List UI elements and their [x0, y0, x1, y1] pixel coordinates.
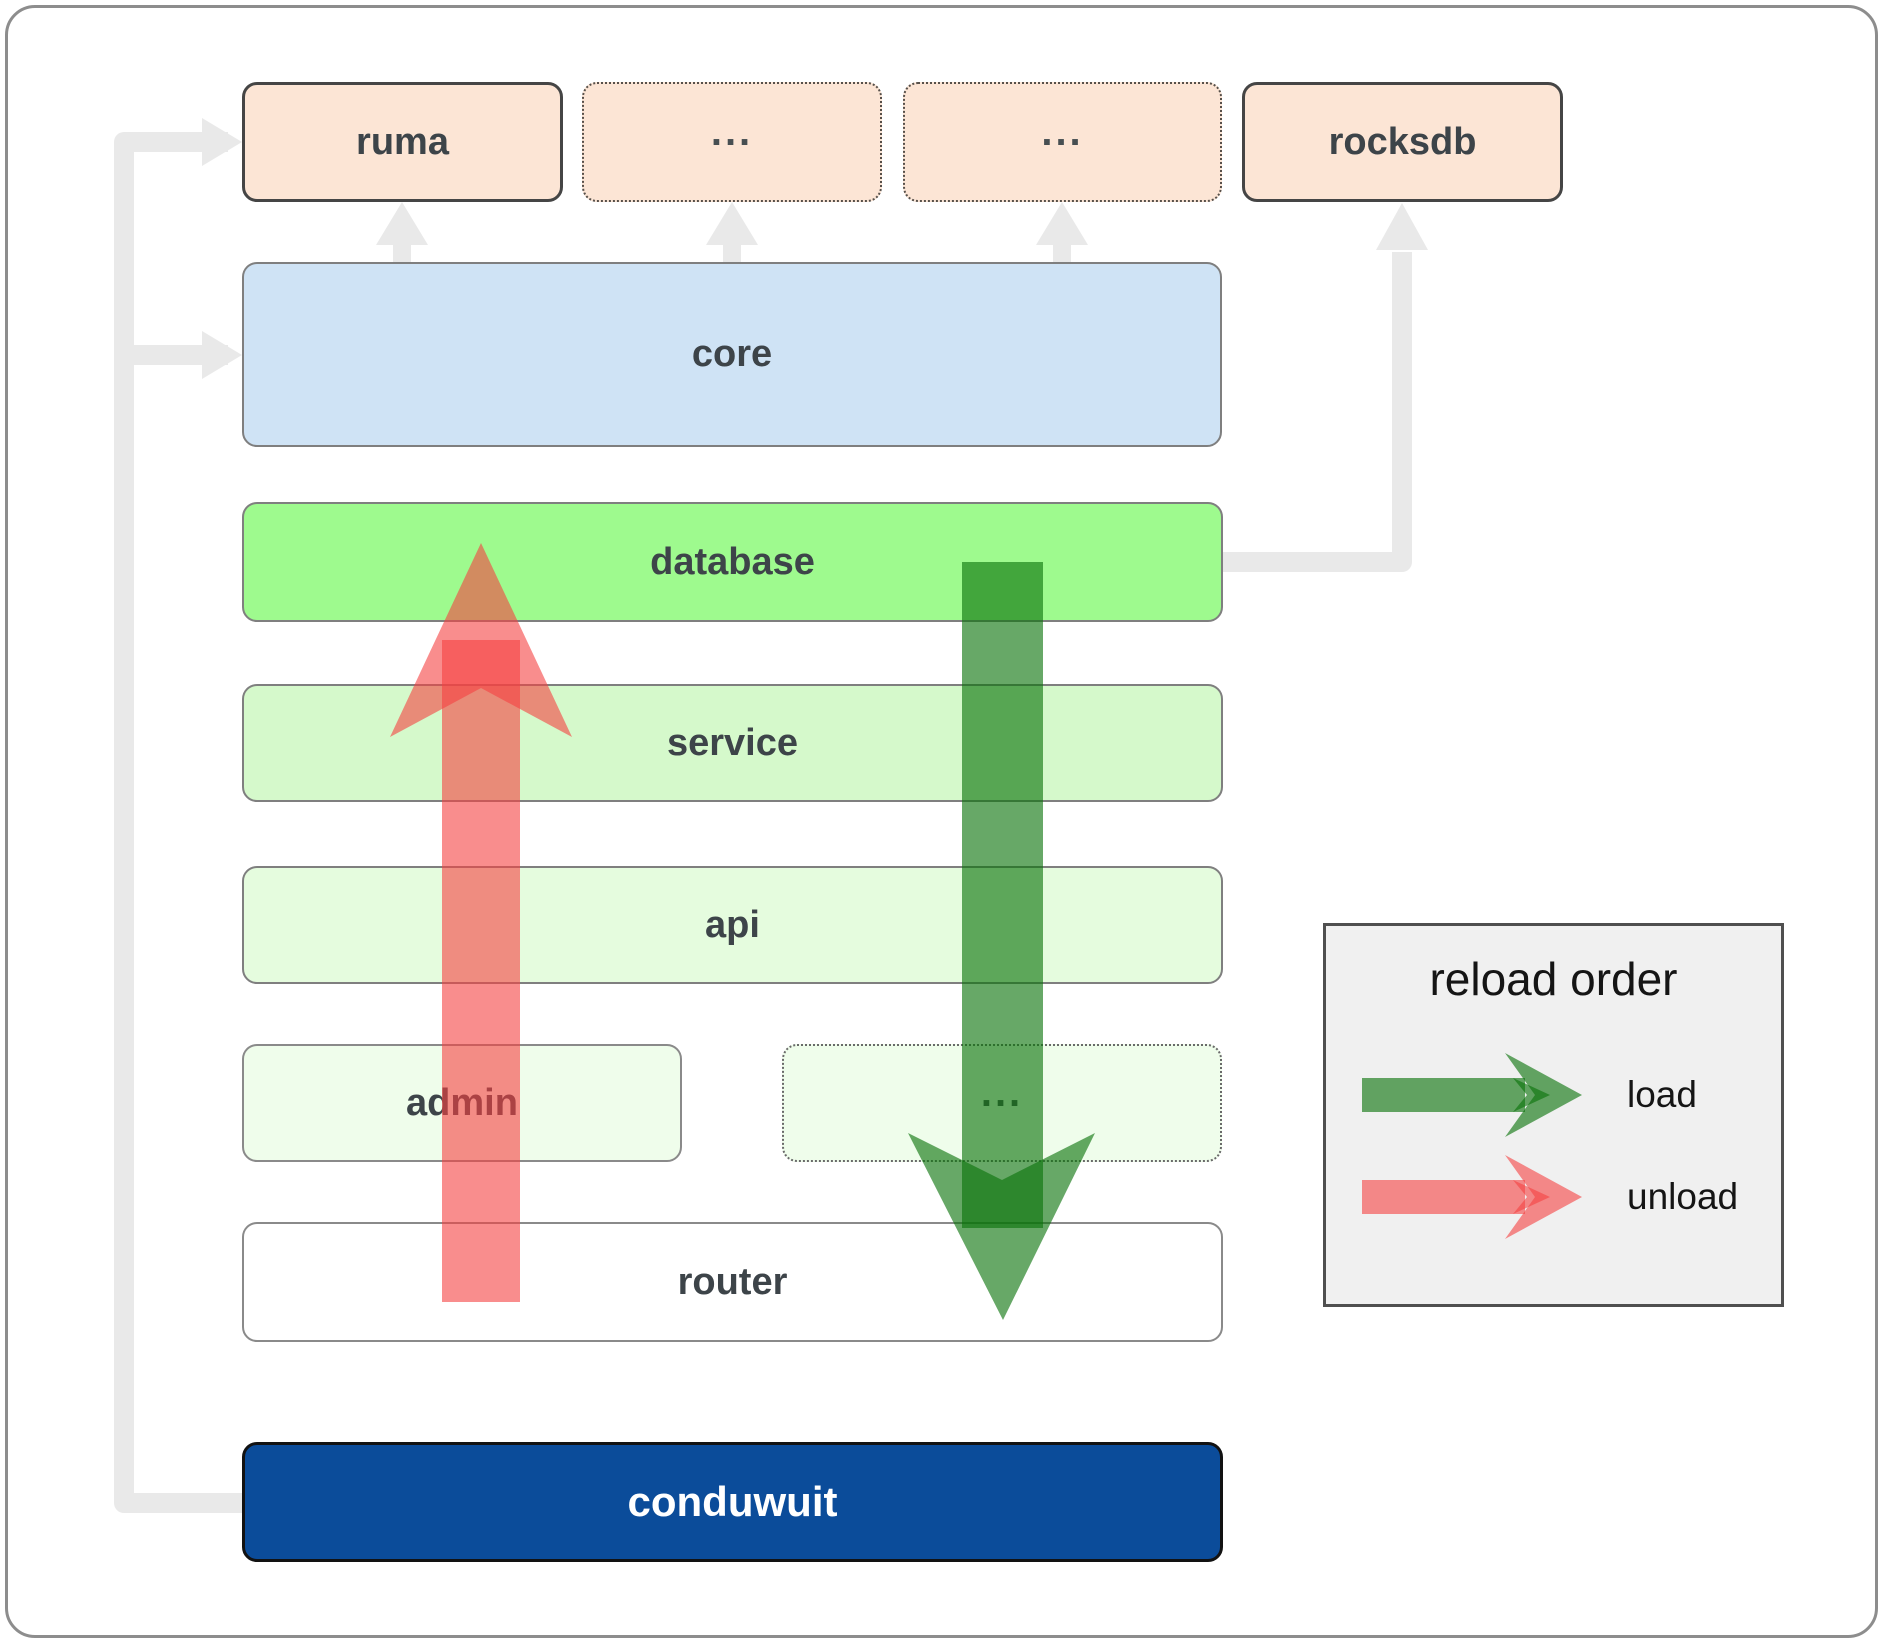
legend-unload-label: unload: [1627, 1176, 1739, 1217]
node-conduwuit: conduwuit: [242, 1442, 1223, 1562]
node-etc-1-label: ...: [710, 109, 754, 154]
node-etc-3: ...: [782, 1044, 1222, 1162]
layer-router: router: [242, 1222, 1223, 1342]
layer-service: service: [242, 684, 1223, 802]
node-etc-2-label: ...: [1041, 109, 1084, 154]
node-ruma: ruma: [242, 82, 563, 202]
node-etc-3-label: ...: [980, 1070, 1024, 1115]
layer-core: core: [242, 262, 1222, 447]
node-rocksdb: rocksdb: [1242, 82, 1563, 202]
legend-load-label: load: [1627, 1074, 1697, 1115]
layer-api: api: [242, 866, 1223, 984]
node-etc-1: ...: [582, 82, 882, 202]
diagram-outer-frame: [5, 5, 1878, 1638]
layer-database: database: [242, 502, 1223, 622]
node-admin: admin: [242, 1044, 682, 1162]
legend-title: reload order: [1429, 953, 1678, 1005]
node-etc-2: ...: [903, 82, 1222, 202]
